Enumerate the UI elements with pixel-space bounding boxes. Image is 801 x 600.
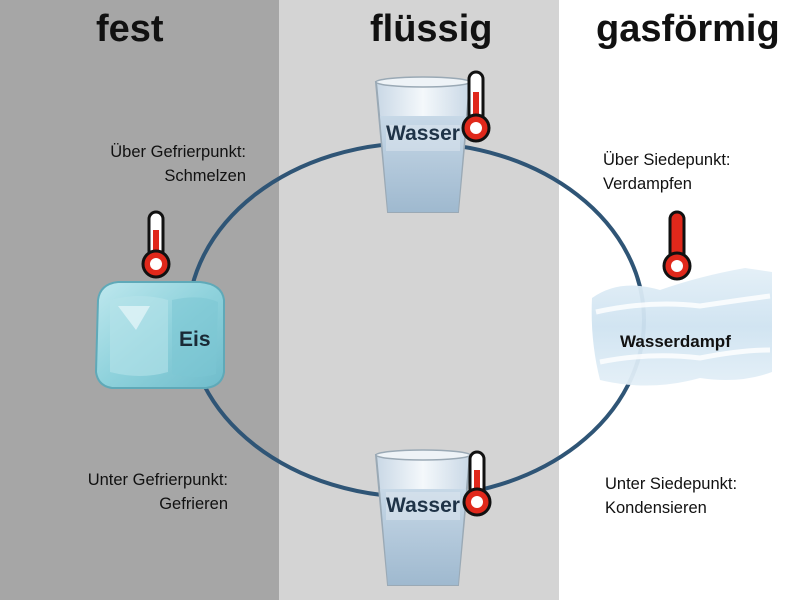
heading-gas: gasförmig: [596, 8, 780, 50]
top-glass-label: Wasser: [386, 122, 460, 145]
top-water-glass: [374, 76, 472, 213]
thermometer-icon: [141, 210, 171, 279]
ice-cube: [94, 281, 225, 389]
condensation-label: Unter Siedepunkt: Kondensieren: [605, 472, 737, 520]
melting-process: Schmelzen: [164, 167, 246, 185]
vapor-label: Wasserdampf: [620, 332, 731, 351]
heading-solid: fest: [96, 8, 164, 50]
evaporation-label: Über Siedepunkt: Verdampfen: [603, 148, 731, 196]
thermometer-icon: [462, 450, 492, 517]
condensation-condition: Unter Siedepunkt:: [605, 475, 738, 493]
freezing-condition: Unter Gefrierpunkt:: [87, 471, 228, 489]
freezing-label: Unter Gefrierpunkt: Gefrieren: [40, 468, 228, 516]
bottom-glass-label: Wasser: [386, 494, 460, 517]
condensation-process: Kondensieren: [605, 499, 707, 517]
evaporation-condition: Über Siedepunkt:: [603, 151, 731, 169]
freezing-process: Gefrieren: [159, 495, 228, 513]
thermometer-icon: [662, 210, 692, 281]
thermometer-icon: [461, 70, 491, 143]
evaporation-process: Verdampfen: [603, 175, 692, 193]
melting-label: Über Gefrierpunkt: Schmelzen: [60, 140, 246, 188]
bottom-water-glass: [374, 449, 472, 586]
vapor-cloud: [591, 268, 772, 386]
ice-label: Eis: [179, 328, 211, 351]
heading-liquid: flüssig: [370, 8, 493, 50]
melting-condition: Über Gefrierpunkt:: [110, 143, 246, 161]
